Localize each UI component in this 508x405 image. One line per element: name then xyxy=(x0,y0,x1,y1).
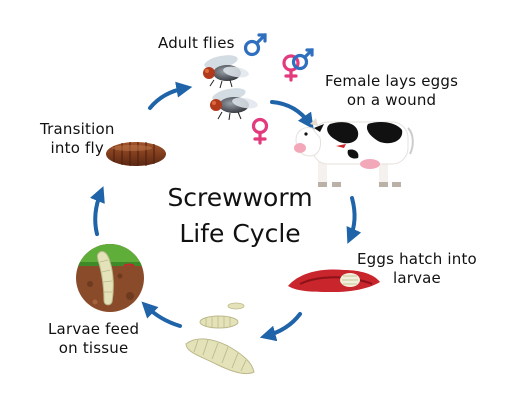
label-adult-flies-line-1: Adult flies xyxy=(158,34,235,52)
arrow-cow-to-eggs xyxy=(346,196,362,244)
male-female-symbol-icon xyxy=(282,48,314,82)
label-eggs-hatch: Eggs hatch into larvae xyxy=(357,250,477,288)
label-larvae-feed: Larvae feed on tissue xyxy=(48,320,139,358)
label-female-lays-line-1: Female lays eggs xyxy=(325,72,459,90)
pupa-icon xyxy=(106,142,166,166)
arrow-larvae-to-feed xyxy=(141,301,182,328)
larva-small-icon xyxy=(227,302,245,310)
cycle-arrows xyxy=(89,81,362,342)
wound-eggs-icon xyxy=(288,269,380,292)
title-line-2: Life Cycle xyxy=(179,219,301,248)
arrow-transition-to-adult xyxy=(148,81,193,110)
larva-in-tissue-icon xyxy=(76,244,144,312)
label-transition-line-1: Transition xyxy=(40,120,115,138)
label-adult-flies: Adult flies xyxy=(158,34,235,53)
larva-large-icon xyxy=(185,338,255,375)
label-transition-line-2: into fly xyxy=(50,139,104,157)
fly-top-icon xyxy=(203,55,249,89)
fly-bottom-icon xyxy=(210,88,258,121)
label-transition: Transition into fly xyxy=(40,120,115,158)
female-symbol-icon xyxy=(251,117,269,145)
arrow-eggs-to-larvae xyxy=(259,312,302,342)
cow-icon xyxy=(294,118,414,187)
label-larvae-feed-line-1: Larvae feed xyxy=(48,320,140,338)
male-symbol-icon xyxy=(243,33,267,57)
title-line-1: Screwworm xyxy=(167,183,313,212)
larva-medium-icon xyxy=(199,315,239,329)
label-female-lays-line-2: on a wound xyxy=(346,91,437,109)
arrow-adult-to-female xyxy=(270,100,314,130)
diagram-title: Screwworm Life Cycle xyxy=(160,180,320,252)
arrow-feed-to-transition xyxy=(89,186,105,236)
label-eggs-hatch-line-2: larvae xyxy=(392,269,441,287)
label-eggs-hatch-line-1: Eggs hatch into xyxy=(357,250,477,268)
label-larvae-feed-line-2: on tissue xyxy=(58,339,129,357)
label-female-lays: Female lays eggs on a wound xyxy=(325,72,458,110)
